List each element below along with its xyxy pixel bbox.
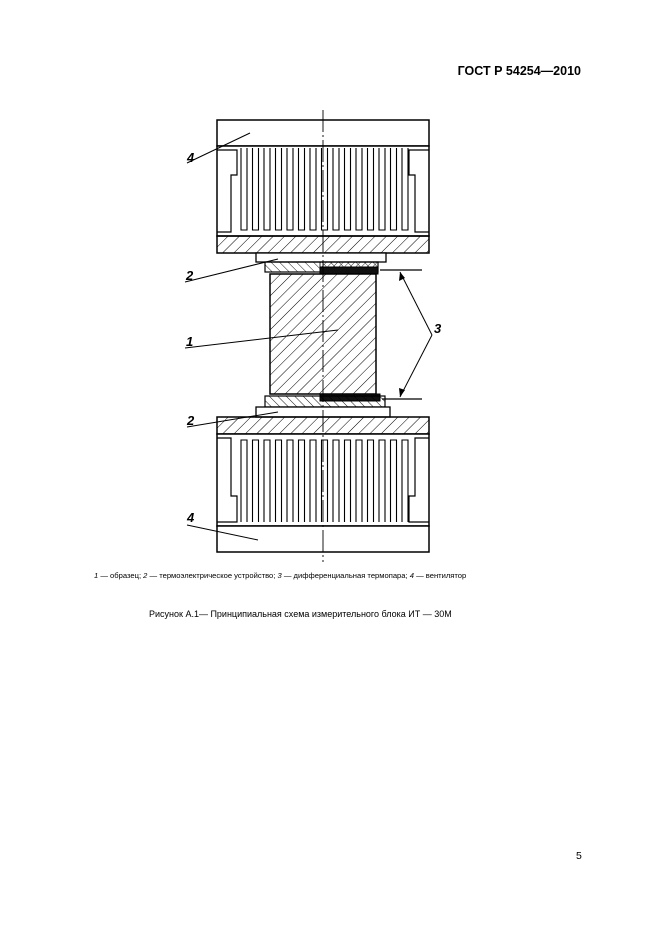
radiator-fin <box>309 148 317 231</box>
legend-text-1: — образец; <box>98 571 144 580</box>
radiator-fin <box>309 439 317 522</box>
radiator-fin <box>274 439 283 522</box>
radiator-fin <box>355 148 363 231</box>
radiator-fin <box>332 148 340 231</box>
upper-fan <box>216 119 430 237</box>
radiator-fin <box>401 148 409 231</box>
radiator-fin <box>320 148 329 231</box>
callout-4-top: 4 <box>186 150 195 165</box>
callout-2-top: 2 <box>185 268 194 283</box>
legend-num-3: 3 <box>277 571 282 580</box>
callout-3: 3 <box>434 321 442 336</box>
callout-4-bottom: 4 <box>186 510 195 525</box>
radiator-fin <box>274 148 283 231</box>
radiator-fin <box>240 439 248 522</box>
upper-thermoelectric-device <box>255 252 387 275</box>
radiator-fin <box>286 439 294 522</box>
legend-text-2: — термоэлектрическое устройство; <box>147 571 278 580</box>
radiator-fin <box>286 148 294 231</box>
radiator-fin <box>366 439 375 522</box>
radiator-fin <box>366 148 375 231</box>
differential-thermocouple <box>380 269 422 400</box>
lower-radiator-fins <box>240 439 409 522</box>
document-code: ГОСТ Р 54254—2010 <box>457 64 581 78</box>
legend-text-3: — дифференциальная термопара; <box>281 571 410 580</box>
radiator-fin <box>297 439 306 522</box>
radiator-fin <box>240 148 248 231</box>
legend-text-4: — вентилятор <box>413 571 467 580</box>
radiator-fin <box>251 148 260 231</box>
radiator-fin <box>297 148 306 231</box>
radiator-fin <box>389 439 398 522</box>
radiator-fin <box>263 439 271 522</box>
radiator-fin <box>355 439 363 522</box>
radiator-fin <box>378 148 386 231</box>
callout-1: 1 <box>186 334 193 349</box>
callout-2-bottom: 2 <box>186 413 195 428</box>
leader-lines <box>184 132 433 541</box>
legend-num-2: 2 <box>143 571 148 580</box>
radiator-fin <box>378 439 386 522</box>
upper-radiator-fins <box>240 148 409 231</box>
radiator-fin <box>263 148 271 231</box>
legend-num-4: 4 <box>409 571 414 580</box>
radiator-fin <box>343 439 352 522</box>
leader-arrowheads <box>399 272 405 397</box>
radiator-fin <box>332 439 340 522</box>
radiator-fin <box>343 148 352 231</box>
radiator-fin <box>320 439 329 522</box>
legend-num-1: 1 <box>94 571 99 580</box>
figure-caption: Рисунок А.1— Принципиальная схема измери… <box>149 609 452 619</box>
radiator-fin <box>251 439 260 522</box>
radiator-fin <box>389 148 398 231</box>
page-number: 5 <box>576 850 582 862</box>
figure-legend: 1 — образец; 2 — термоэлектрическое устр… <box>94 571 466 580</box>
radiator-fin <box>401 439 409 522</box>
